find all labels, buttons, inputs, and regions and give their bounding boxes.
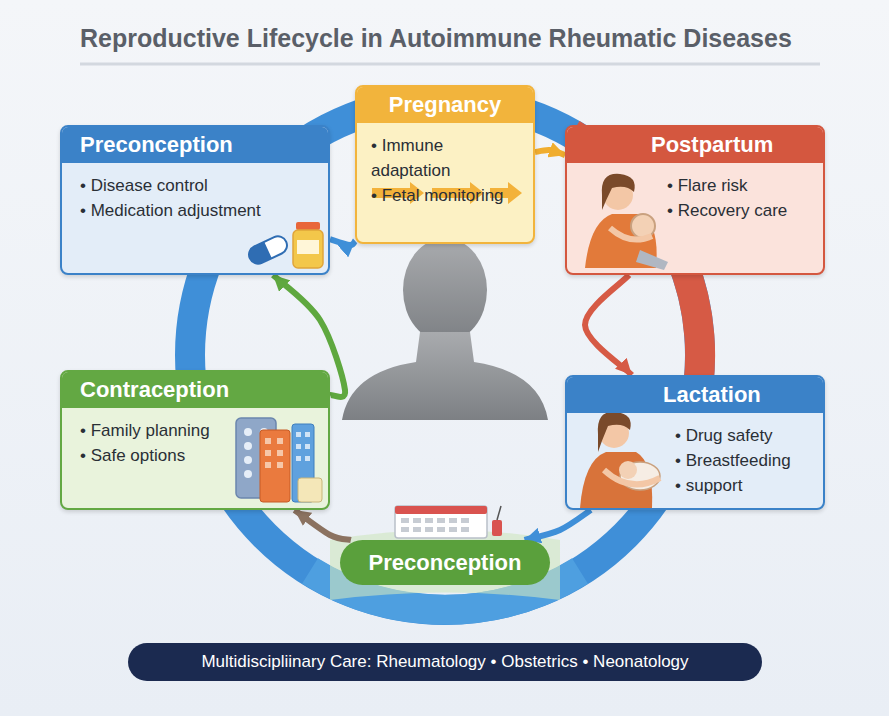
bullet-item: • Disease control: [80, 173, 308, 198]
care-bar: Multidiscipliinary Care: Rheumatology • …: [128, 643, 762, 681]
bullet-item: • support: [675, 473, 815, 498]
stage-banner: Preconception: [340, 540, 550, 585]
stage-heading: Lactation: [567, 377, 823, 413]
pill-icons: [246, 222, 323, 268]
flow-arrow: [535, 150, 565, 155]
bullet-item: • Drug safety: [675, 423, 815, 448]
flow-arrow: [295, 510, 351, 540]
stage-heading: Pregnancy: [357, 87, 533, 123]
bullet-item: • Recovery care: [667, 198, 815, 223]
bullet-item: • Immune adaptation: [371, 133, 527, 183]
calendar-icon: [395, 506, 502, 538]
pregnancy-arrows: [372, 182, 522, 204]
title-rule: [80, 63, 820, 66]
contraception-icons: [236, 418, 322, 502]
stage-card: Pregnancy • Immune adaptation• Fetal moni…: [355, 85, 535, 244]
bullet-item: • Family planning: [80, 418, 233, 443]
bullet-item: • Breastfeeding: [675, 448, 815, 473]
banner-glow: [330, 530, 560, 600]
flow-arrow: [330, 239, 355, 245]
stage-heading: Preconception: [62, 127, 328, 163]
stage-heading: Contraception: [62, 372, 328, 408]
bullet-item: • Safe options: [80, 443, 233, 468]
bullet-item: • Medication adjustment: [80, 198, 308, 223]
bullet-item: • Fetal monitoring: [371, 183, 527, 208]
diagram-title: Reproductive Lifecycle in Autoimmune Rhe…: [80, 24, 792, 53]
mother-postpartum: [585, 174, 668, 270]
mother-lactation: [580, 412, 660, 508]
bullet-item: • Flare risk: [667, 173, 815, 198]
banner-text: Preconception: [369, 550, 522, 576]
flow-arrow: [585, 275, 632, 375]
person-silhouette: [342, 238, 548, 420]
stage-heading: Postpartum: [567, 127, 823, 163]
banner-text: Multidiscipliinary Care: Rheumatology • …: [201, 652, 688, 672]
stage-card: Preconception • Disease control• Medicati…: [60, 125, 330, 275]
flow-arrow: [525, 510, 591, 540]
